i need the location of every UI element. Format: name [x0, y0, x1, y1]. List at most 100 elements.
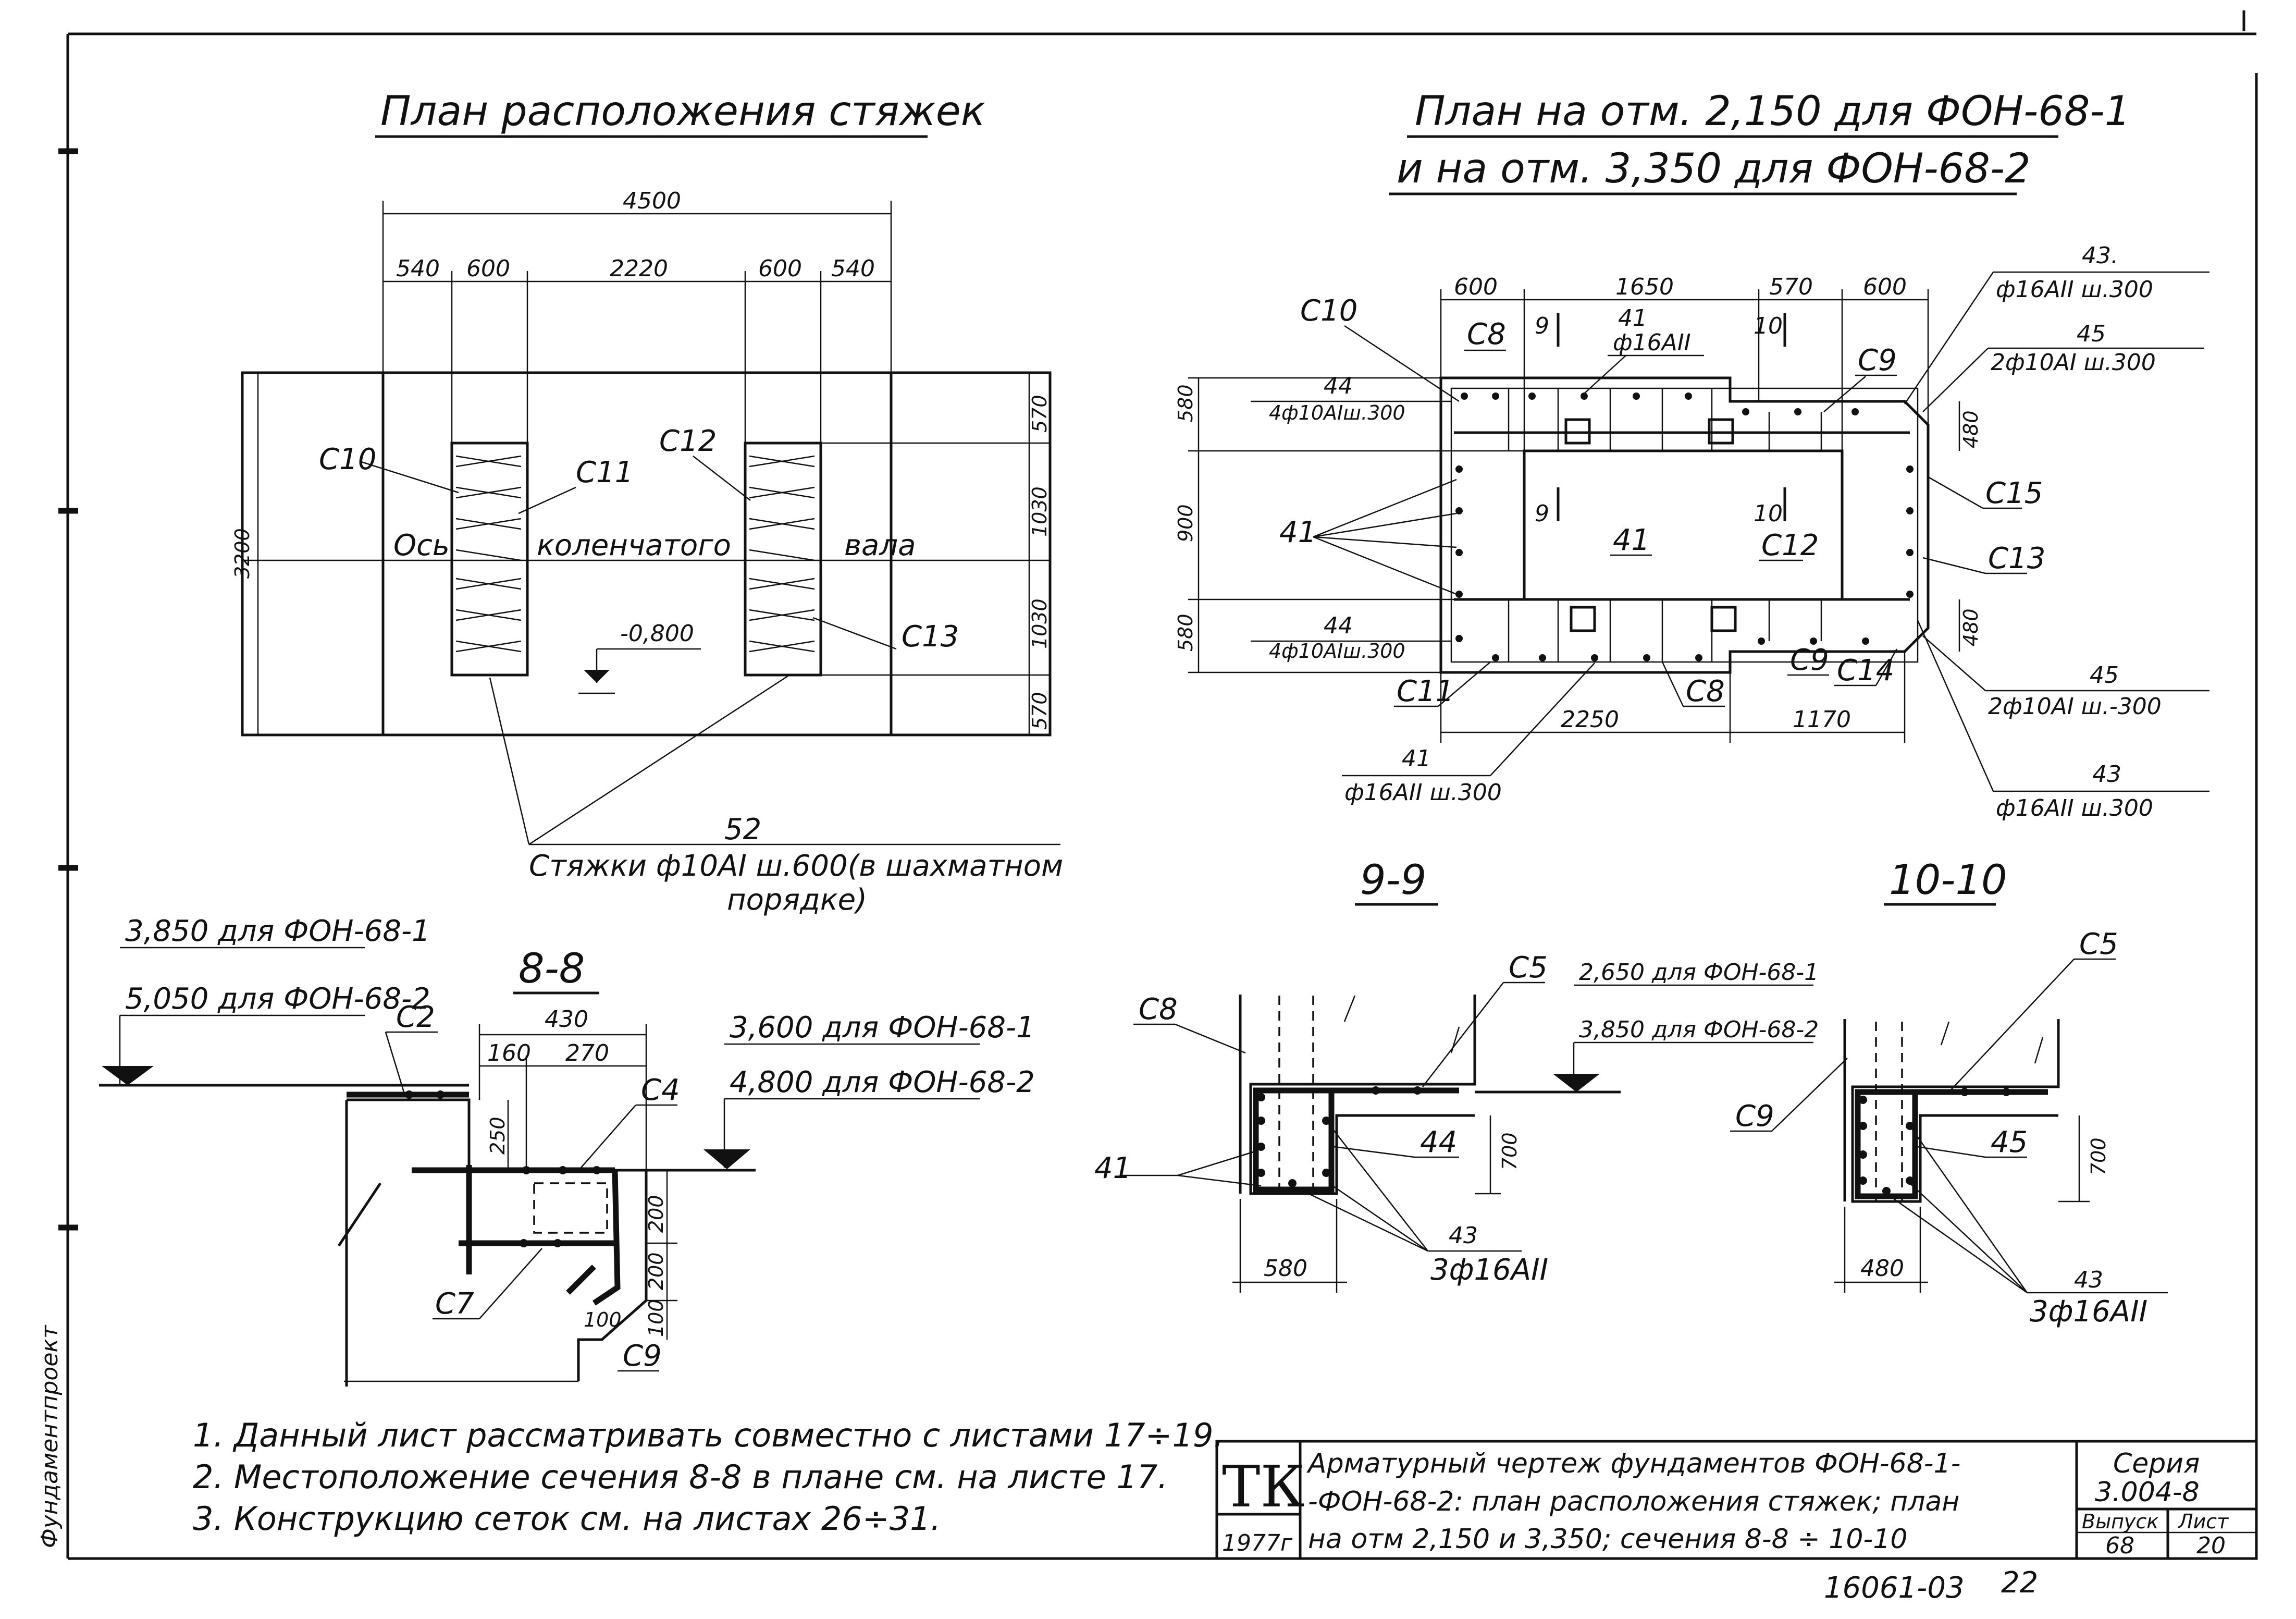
sec99-label-c5: C5 — [1509, 951, 1548, 985]
sec88-label-c2: C2 — [396, 1000, 435, 1034]
plan2-dim-left-900: 900 — [1174, 504, 1197, 542]
section-9-9: 9-9 C8 C5 2,650 для ФОН-68-1 3,850 для Ф… — [1094, 857, 1819, 1293]
plan1-tie-text-2: порядке) — [727, 883, 867, 917]
plan1-tie-text: Стяжки ф10АI ш.600(в шахматном — [529, 849, 1063, 883]
plan2-dim-left-580-top: 580 — [1174, 384, 1197, 422]
plan1-label-c11: C11 — [576, 456, 633, 489]
title-block: ТК 1977г Арматурный чертеж фундаментов Ф… — [1215, 1440, 2258, 1560]
plan2-label-c15: C15 — [1985, 476, 2043, 510]
plan2-dim-left-580-bot: 580 — [1174, 614, 1197, 652]
plan2-label-c14: C14 — [1837, 654, 1894, 688]
sec99-p43-txt: 3ф16АII — [1430, 1253, 1548, 1287]
plan2-dim-600-left: 600 — [1454, 274, 1498, 300]
sec88-elevation-right-marker-icon — [703, 1149, 750, 1169]
sec99-dim-700: 700 — [1498, 1132, 1521, 1170]
plan1-tie-number: 52 — [724, 813, 761, 847]
plan2-p45-bot-num: 45 — [2090, 662, 2119, 689]
sec1010-label-c9: C9 — [1735, 1099, 1774, 1133]
plan2-label-c9-top: C9 — [1858, 344, 1897, 377]
issue-label: Выпуск — [2082, 1510, 2158, 1533]
plan1-axis-word-2: коленчатого — [537, 529, 731, 562]
sec99-label-c8: C8 — [1139, 992, 1178, 1026]
tk-logo: ТК — [1222, 1453, 1305, 1520]
plan1-axis-word-3: вала — [844, 529, 916, 562]
plan2-bars — [1508, 388, 1822, 662]
archive-number: 16061-03 — [1824, 1571, 1965, 1605]
sec88-elev-left-2: 5,050 для ФОН-68-2 — [125, 982, 430, 1016]
plan2-p44-top-txt: 4ф10АIш.300 — [1269, 401, 1405, 424]
plan2-p41-top-txt: ф16АII — [1613, 329, 1691, 356]
plan2-dim-right-480-bot: 480 — [1959, 608, 1982, 646]
plan1-dim-2220: 2220 — [610, 255, 668, 282]
title-desc-line3: на отм 2,150 и 3,350; сечения 8-8 ÷ 10-1… — [1308, 1524, 1907, 1555]
side-stamp: Фундаментпроект — [36, 1324, 63, 1548]
note-3: 3. Конструкцию сеток см. на листах 26÷31… — [193, 1500, 941, 1538]
sec88-elev-right-1: 3,600 для ФОН-68-1 — [730, 1011, 1035, 1045]
plan2-dim-1170: 1170 — [1793, 706, 1851, 733]
tie-arrows-left — [455, 455, 522, 653]
sec1010-title: 10-10 — [1889, 857, 2007, 904]
series-label: Серия — [2113, 1448, 2200, 1479]
plan1-dim-540-right: 540 — [831, 255, 875, 282]
plan2-p45-bot-txt: 2ф10АI ш.-300 — [1988, 693, 2162, 720]
sec1010-label-c5: C5 — [2079, 927, 2118, 961]
plan2-label-c11: C11 — [1397, 674, 1454, 708]
sec88-label-c9: C9 — [623, 1339, 662, 1373]
plan2-p44-top-num: 44 — [1324, 373, 1353, 399]
plan2-cut10-mid: 10 — [1754, 500, 1783, 527]
sec88-dim-430: 430 — [545, 1006, 588, 1033]
sec88-elev-right-2: 4,800 для ФОН-68-2 — [730, 1065, 1035, 1099]
plan2-p41-mid: 41 — [1613, 523, 1650, 557]
sec88-dim-200-bot: 200 — [645, 1252, 668, 1290]
plan-ties: План расположения стяжек — [231, 88, 1063, 917]
plan2-cut9-mid: 9 — [1535, 500, 1549, 527]
section-10-10: 10-10 C5 C9 45 700 43 3ф16АII 480 — [1730, 857, 2168, 1329]
plan2-p43-top-txt: ф16АII ш.300 — [1996, 276, 2153, 303]
issue-value: 68 — [2105, 1532, 2134, 1559]
sec99-p43-num: 43 — [1449, 1222, 1478, 1249]
sec88-dim-200-top: 200 — [645, 1195, 668, 1233]
plan1-dim-right-570-top: 570 — [1028, 395, 1051, 433]
plan1-label-c13: C13 — [902, 620, 959, 654]
sec88-dim-270: 270 — [565, 1040, 609, 1066]
tie-arrows-right — [749, 455, 815, 653]
sec1010-dim-700: 700 — [2087, 1137, 2110, 1175]
sheet-frame — [58, 10, 2258, 1560]
plan2-p44-bot-num: 44 — [1324, 612, 1353, 639]
notes: 1. Данный лист рассматривать совместно с… — [193, 1416, 1224, 1538]
plan1-dim-600-left: 600 — [466, 255, 510, 282]
plan2-p41-bot-txt: ф16АII ш.300 — [1344, 779, 1502, 806]
sec99-elevation-marker-icon — [1553, 1074, 1600, 1092]
sec99-label-p44: 44 — [1420, 1125, 1457, 1159]
plan2-dim-600-right: 600 — [1863, 274, 1907, 300]
plan2-p41-bot-num: 41 — [1402, 745, 1431, 772]
page-number: 22 — [2001, 1566, 2038, 1600]
sec1010-dim-480: 480 — [1860, 1255, 1904, 1282]
plan2-label-c10: C10 — [1300, 294, 1357, 328]
sec99-label-p41: 41 — [1094, 1151, 1131, 1185]
plan1-label-c10: C10 — [319, 443, 376, 476]
sec88-elev-left-1: 3,850 для ФОН-68-1 — [125, 914, 430, 948]
plan1-label-c12: C12 — [659, 424, 717, 458]
sec88-dim-100-v: 100 — [645, 1299, 668, 1337]
plan2-p43-top-num: 43. — [2082, 242, 2118, 269]
sec99-elev-1: 2,650 для ФОН-68-1 — [1579, 959, 1819, 986]
plan1-dim-3200: 3200 — [231, 528, 254, 579]
title-desc-line2: -ФОН-68-2: план расположения стяжек; пла… — [1308, 1486, 1959, 1517]
plan2-dim-570: 570 — [1769, 274, 1813, 300]
plan2-p44-bot-txt: 4ф10АIш.300 — [1269, 640, 1405, 663]
sec1010-label-p45: 45 — [1991, 1125, 2028, 1159]
sec99-dim-580: 580 — [1264, 1255, 1307, 1282]
plan2-dim-2250: 2250 — [1561, 706, 1619, 733]
sec99-elev-2: 3,850 для ФОН-68-2 — [1579, 1016, 1819, 1043]
sec88-dim-250: 250 — [486, 1117, 509, 1155]
plan2-p43-bot-txt: ф16АII ш.300 — [1996, 795, 2153, 821]
sheet-value: 20 — [2196, 1532, 2226, 1559]
plan2-cut9-top: 9 — [1535, 313, 1549, 339]
section-8-8: 8-8 3,850 для ФОН-68-1 5,050 для ФОН-68-… — [99, 914, 1035, 1387]
plan2-p45-top-txt: 2ф10АI ш.300 — [1991, 349, 2156, 376]
plan2-dim-right-480-top: 480 — [1959, 410, 1982, 448]
plan2-p45-top-num: 45 — [2077, 321, 2106, 347]
sec88-dim-100-h: 100 — [584, 1308, 622, 1331]
plan2-label-c9-bot: C9 — [1790, 643, 1829, 677]
